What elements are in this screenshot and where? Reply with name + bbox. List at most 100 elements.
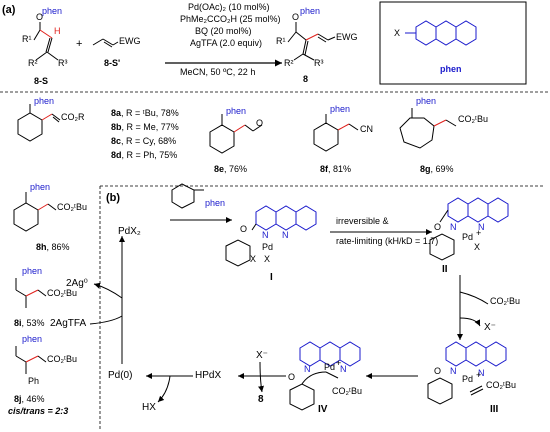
int-III-plus: + [476, 370, 482, 380]
int-II-x: X [474, 242, 481, 252]
example-8f-structure [313, 114, 359, 152]
example-8abcd-structure [17, 104, 61, 142]
example-8e-o-group: phen [226, 106, 247, 116]
condition-1: Pd(OAc)₂ (10 mol%) [188, 2, 270, 12]
ag0-label: 2Ag⁰ [66, 278, 88, 289]
plus-sign: + [76, 38, 83, 50]
int-III-pd: Pd [462, 374, 474, 384]
example-8d: 8d, R = Ph, 75% [111, 150, 178, 160]
int-IV-o: O [288, 372, 296, 382]
step-note-1: irreversible & [336, 216, 389, 226]
alkene-ewg: EWG [119, 36, 141, 46]
example-8h: 8h, 86% [36, 242, 70, 252]
example-8i-structure [15, 278, 47, 308]
product-label: 8 [303, 74, 309, 84]
int-I-o: O [240, 224, 248, 234]
example-8j-ester: CO₂ᵗBu [47, 354, 77, 364]
example-8i: 8i, 53% [14, 318, 45, 328]
product-r3: R³ [314, 58, 324, 68]
arrow-hx-out [157, 375, 171, 403]
example-8f-cn: CN [360, 124, 373, 134]
example-8e: 8e, 76% [214, 164, 248, 174]
example-8j-ph: Ph [28, 376, 40, 386]
substrate-label: 8-S [34, 76, 49, 86]
section-b-label: (b) [106, 192, 121, 204]
pdx2-label: PdX₂ [118, 226, 141, 237]
int-I-pd: Pd [262, 242, 274, 252]
substrate-h: H [54, 26, 61, 36]
arrow-x-in-8-out [258, 361, 264, 393]
intermediate-III-structure [427, 341, 507, 405]
example-8h-ester: CO₂ᵗBu [57, 202, 87, 212]
hx-label: HX [142, 402, 156, 413]
int-IV-pd: Pd [324, 362, 336, 372]
alkene-label: 8-S' [104, 58, 121, 68]
substrate-o-group: phen [42, 6, 63, 16]
int-III-n1: N [450, 366, 457, 376]
int-II-label: II [442, 264, 448, 275]
example-8j-structure [15, 346, 47, 374]
cycle-start-structure [171, 183, 204, 209]
phen-definition-box [379, 1, 527, 85]
substrate-8-S-structure [33, 22, 59, 61]
step-note-2: rate-limiting (kH/kD = 1.7) [336, 236, 439, 246]
pd0-label: Pd(0) [108, 370, 133, 381]
example-8abcd-ester: CO₂R [61, 112, 85, 122]
product-r1: R¹ [276, 36, 286, 46]
product-8-label: 8 [258, 394, 264, 405]
x-minus-out: X⁻ [484, 322, 496, 333]
phen-box-label: phen [440, 64, 462, 74]
arrow-ag0-out [93, 282, 123, 299]
product-r2: R² [284, 58, 294, 68]
example-8abcd-o-group: phen [34, 96, 55, 106]
example-8f: 8f, 81% [320, 164, 352, 174]
example-8f-o-group: phen [330, 104, 351, 114]
int-II-pd: Pd [462, 232, 474, 242]
int-III-o: O [434, 366, 442, 376]
product-ewg: EWG [336, 32, 358, 42]
example-8b: 8b, R = Me, 77% [111, 122, 179, 132]
int-I-n2: N [282, 230, 289, 240]
int-III-label: III [490, 404, 499, 415]
int-IV-ester: CO₂ᵗBu [332, 386, 362, 396]
example-8j: 8j, 46% [14, 394, 45, 404]
int-II-plus: + [476, 228, 482, 238]
condition-3: BQ (20 mol%) [195, 26, 252, 36]
int-II-o: O [434, 222, 442, 232]
example-8e-ketone-o: O [256, 118, 264, 128]
int-IV-n1: N [304, 364, 311, 374]
example-8g-structure [399, 108, 457, 149]
int-II-n2: N [478, 222, 485, 232]
int-I-label: I [270, 272, 273, 283]
example-8i-o-group: phen [22, 266, 43, 276]
arrow-agtfa-in [89, 315, 123, 325]
int-I-n1: N [262, 230, 269, 240]
product-o-atom: O [292, 12, 300, 22]
arrow-alkene-in [459, 291, 489, 305]
example-8g-ester: CO₂ᵗBu [458, 114, 488, 124]
substrate-r2: R² [28, 58, 38, 68]
int-III-ester: CO₂ᵗBu [486, 380, 516, 390]
int-IV-plus: + [336, 358, 342, 368]
example-8j-o-group: phen [22, 334, 43, 344]
example-8h-structure [13, 192, 57, 232]
example-8h-o-group: phen [30, 182, 51, 192]
x-minus-in: X⁻ [256, 350, 268, 361]
agtfa-label: 2AgTFA [50, 318, 87, 329]
int-I-x1: X [250, 254, 257, 264]
intermediate-I-structure [225, 205, 317, 267]
section-a-label: (a) [2, 4, 16, 16]
int-II-n1: N [450, 222, 457, 232]
cycle-start-o-group: phen [205, 198, 226, 208]
example-8j-ratio: cis/trans = 2:3 [8, 406, 69, 416]
int-IV-n2: N [340, 364, 347, 374]
alkene-8-S-prime-structure [92, 38, 119, 48]
alkene-reagent: CO₂ᵗBu [490, 296, 520, 306]
example-8g-o-group: phen [416, 96, 437, 106]
int-I-x2: X [264, 254, 271, 264]
intermediate-II-structure [429, 197, 509, 261]
substrate-r1: R¹ [22, 34, 32, 44]
substrate-o-atom: O [36, 12, 44, 22]
condition-2: PhMe₂CCO₂H (25 mol%) [180, 14, 281, 24]
hpdx-label: HPdX [195, 370, 222, 381]
